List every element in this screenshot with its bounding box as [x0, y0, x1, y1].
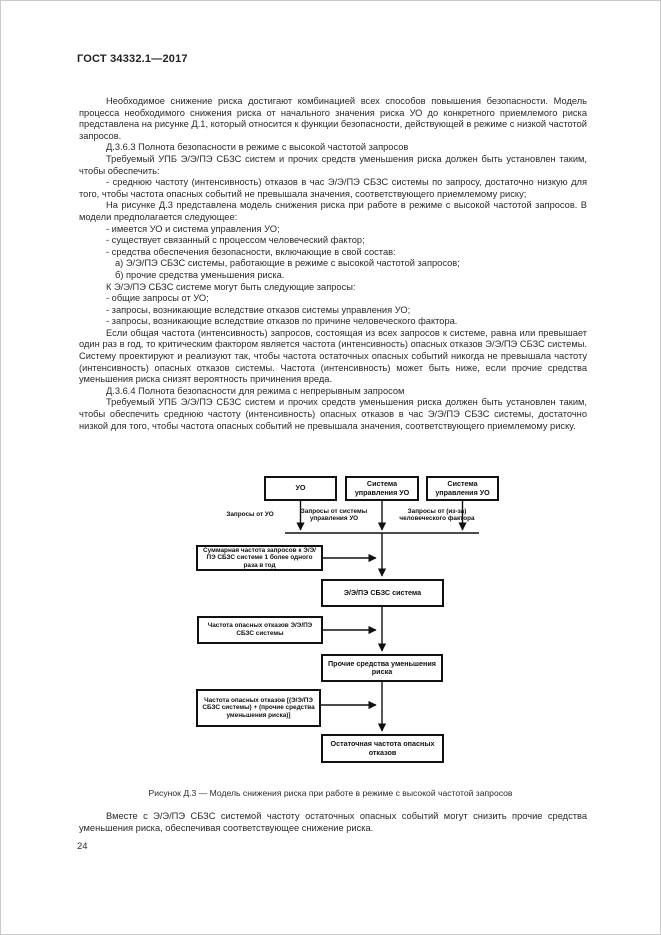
sub-list-item: б) прочие средства уменьшения риска. [115, 269, 285, 280]
flowchart-box-residual-rate: Остаточная частота опасных отказов [321, 734, 444, 763]
list-item: - средства обеспечения безопасности, вкл… [106, 246, 396, 257]
list-item: - запросы, возникающие вследствие отказо… [106, 304, 411, 315]
document-title: ГОСТ 34332.1—2017 [77, 53, 188, 65]
clause-heading-d363: Д.3.6.3 Полнота безопасности в режиме с … [106, 142, 409, 153]
list-item: - среднюю частоту (интенсивность) отказо… [79, 177, 587, 199]
flowchart-connectors [285, 501, 479, 732]
paragraph: Если общая частота (интенсивность) запро… [79, 327, 587, 385]
flowchart-box-control-system-2: Система управления УО [426, 476, 499, 501]
arrow-label-demands-from-human-factor: Запросы от (из-за) человеческого фактора [399, 508, 475, 523]
flowchart-box-dangerous-failure-rate: Частота опасных отказов Э/Э/ПЭ СБЗС сист… [197, 616, 323, 644]
flowchart-box-demand-rate: Суммарная частота запросов к Э/Э/ПЭ СБЗС… [196, 545, 323, 571]
paragraph: На рисунке Д.3 представлена модель сниже… [79, 200, 587, 222]
flowchart-box-uo: УО [264, 476, 337, 501]
paragraph: Вместе с Э/Э/ПЭ СБЗС системой частоту ос… [79, 811, 587, 833]
clause-heading-d364: Д.3.6.4 Полнота безопасности для режима … [106, 385, 405, 396]
paragraph: К Э/Э/ПЭ СБЗС системе могут быть следующ… [106, 281, 356, 292]
body-text: Необходимое снижение риска достигают ком… [79, 96, 587, 432]
flowchart-box-other-risk-reduction: Прочие средства уменьшения риска [321, 654, 443, 682]
paragraph: Необходимое снижение риска достигают ком… [79, 96, 587, 141]
flowchart-box-sbzs-system: Э/Э/ПЭ СБЗС система [321, 579, 444, 607]
closing-text: Вместе с Э/Э/ПЭ СБЗС системой частоту ос… [79, 811, 587, 834]
sub-list-item: а) Э/Э/ПЭ СБЗС системы, работающие в реж… [115, 258, 460, 269]
paragraph: Требуемый УПБ Э/Э/ПЭ СБЗС систем и прочи… [79, 153, 587, 176]
arrow-label-demands-from-uo: Запросы от УО [226, 511, 274, 518]
paragraph: Требуемый УПБ Э/Э/ПЭ СБЗС систем и прочи… [79, 397, 587, 431]
page-number: 24 [77, 841, 88, 852]
list-item: - запросы, возникающие вследствие отказо… [106, 316, 458, 327]
figure-d3-flowchart: УО Система управления УО Система управле… [1, 471, 660, 781]
flowchart-box-combined-failure-rate: Частота опасных отказов [(Э/Э/ПЭ СБЗС си… [196, 689, 321, 727]
figure-caption: Рисунок Д.3 — Модель снижения риска при … [148, 788, 513, 798]
list-item: - существует связанный с процессом челов… [106, 235, 365, 246]
arrow-label-demands-from-control-system: Запросы от системы управления УО [300, 508, 368, 523]
list-item: - общие запросы от УО; [106, 293, 209, 304]
flowchart-box-control-system-1: Система управления УО [345, 476, 419, 501]
list-item: - имеется УО и система управления УО; [106, 223, 280, 234]
